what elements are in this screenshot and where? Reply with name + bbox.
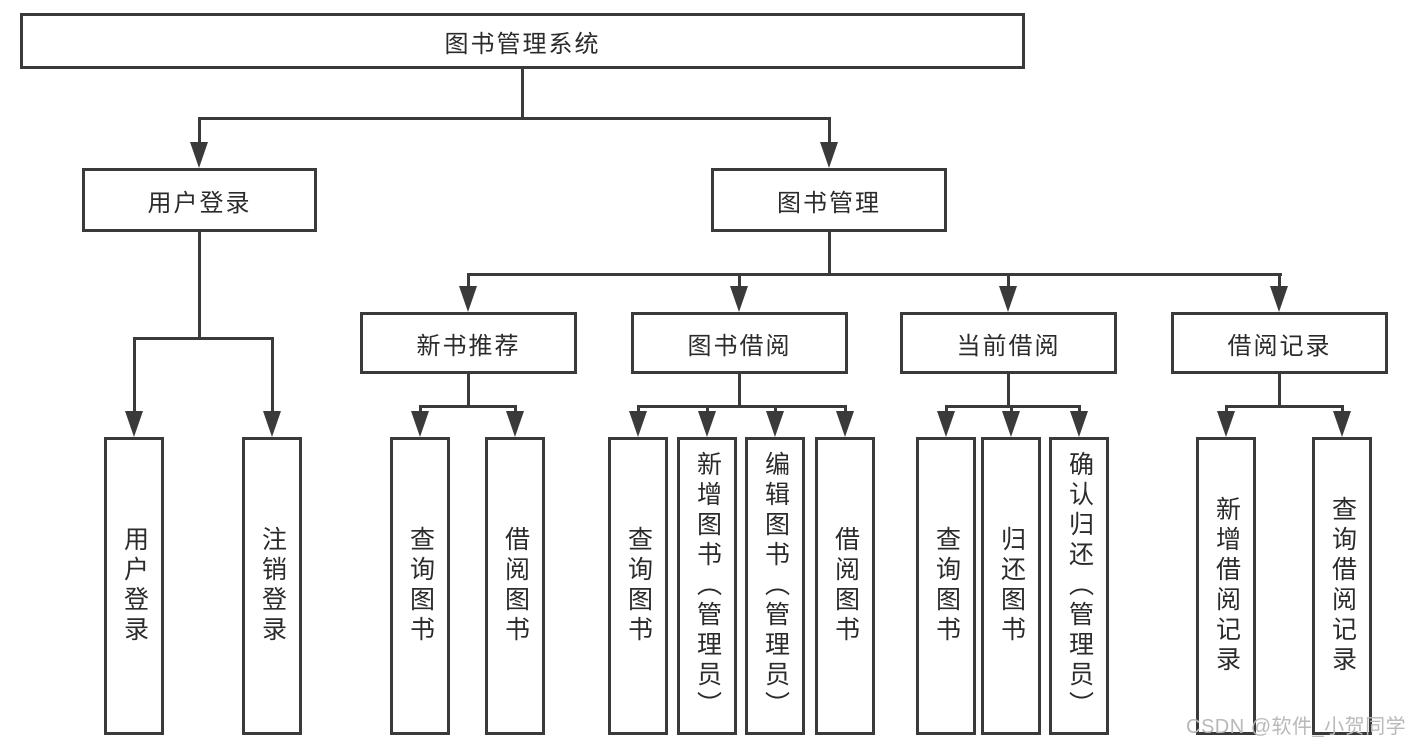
connector-borrow-leaf3-shaft <box>774 405 777 415</box>
arrowhead-current <box>999 286 1017 312</box>
leaf-borrow-add-admin: 新增图书（管理员） <box>677 437 737 735</box>
leaf-borrow-borrow-label: 借阅图书 <box>831 526 860 646</box>
arrowhead-records-leaf1 <box>1217 411 1235 437</box>
leaf-borrow-borrow: 借阅图书 <box>815 437 875 735</box>
connector-bookmgmt-stub <box>828 232 831 276</box>
connector-newbook-shaft <box>467 273 470 289</box>
leaf-current-confirm-admin-label: 确认归还（管理员） <box>1065 451 1094 721</box>
leaf-borrow-query: 查询图书 <box>608 437 668 735</box>
connector-user-leaf2-shaft <box>271 337 274 413</box>
connector-borrow-stub <box>738 374 741 408</box>
connector-newbook-rail <box>419 405 517 408</box>
connector-records-leaf1-shaft <box>1225 405 1228 415</box>
leaf-borrow-edit-admin: 编辑图书（管理员） <box>745 437 805 735</box>
arrowhead-current-leaf2 <box>1002 411 1020 437</box>
node-root-label: 图书管理系统 <box>444 30 601 58</box>
connector-current-leaf2-shaft <box>1010 405 1013 415</box>
leaf-records-query-label: 查询借阅记录 <box>1328 496 1357 676</box>
connector-current-leaf1-shaft <box>945 405 948 415</box>
connector-newbook-stub <box>467 374 470 408</box>
connector-current-leaf3-shaft <box>1078 405 1081 415</box>
connector-newbook-leaf2-shaft <box>514 405 517 415</box>
connector-newbook-leaf1-shaft <box>419 405 422 415</box>
arrowhead-user-login <box>190 142 208 168</box>
connector-current-shaft <box>1007 273 1010 289</box>
arrowhead-user-leaf1 <box>125 411 143 437</box>
connector-user-leaf1-shaft <box>133 337 136 413</box>
connector-records-rail <box>1225 405 1344 408</box>
connector-book-mgmt-shaft <box>828 117 831 145</box>
node-root-system: 图书管理系统 <box>20 13 1025 69</box>
leaf-newbook-borrow: 借阅图书 <box>485 437 545 735</box>
connector-user-login-shaft <box>198 117 201 145</box>
arrowhead-records-leaf2 <box>1333 411 1351 437</box>
leaf-current-return-label: 归还图书 <box>997 526 1026 646</box>
leaf-current-return: 归还图书 <box>981 437 1041 735</box>
csdn-watermark: CSDN @软件_小贺同学 <box>1186 716 1405 738</box>
connector-records-stub <box>1278 374 1281 408</box>
arrowhead-newbook-leaf1 <box>411 411 429 437</box>
node-new-book-recommend: 新书推荐 <box>360 312 577 374</box>
arrowhead-borrow-leaf4 <box>836 411 854 437</box>
leaf-current-query-label: 查询图书 <box>932 526 961 646</box>
connector-level2-rail <box>198 117 830 120</box>
connector-records-shaft <box>1278 273 1281 289</box>
connector-borrow-shaft <box>738 273 741 289</box>
arrowhead-current-leaf3 <box>1070 411 1088 437</box>
node-user-login: 用户登录 <box>82 168 317 232</box>
node-user-login-label: 用户登录 <box>147 189 252 217</box>
connector-borrow-leaf4-shaft <box>844 405 847 415</box>
leaf-borrow-edit-admin-label: 编辑图书（管理员） <box>761 451 790 721</box>
arrowhead-records <box>1270 286 1288 312</box>
leaf-newbook-query: 查询图书 <box>390 437 450 735</box>
node-book-borrow: 图书借阅 <box>631 312 848 374</box>
node-book-management-label: 图书管理 <box>777 189 881 217</box>
leaf-logout-label: 注销登录 <box>258 526 287 646</box>
arrowhead-book-mgmt <box>820 142 838 168</box>
leaf-newbook-borrow-label: 借阅图书 <box>501 526 530 646</box>
arrowhead-newbook-leaf2 <box>506 411 524 437</box>
arrowhead-borrow-leaf2 <box>698 411 716 437</box>
node-book-borrow-label: 图书借阅 <box>687 332 792 360</box>
connector-borrow-leaf2-shaft <box>706 405 709 415</box>
arrowhead-borrow-leaf1 <box>629 411 647 437</box>
node-new-book-recommend-label: 新书推荐 <box>416 332 521 360</box>
node-current-borrow: 当前借阅 <box>900 312 1117 374</box>
arrowhead-user-leaf2 <box>263 411 281 437</box>
connector-root-stub <box>521 69 524 119</box>
arrowhead-newbook <box>459 286 477 312</box>
connector-level3-rail <box>467 273 1282 276</box>
connector-records-leaf2-shaft <box>1341 405 1344 415</box>
arrowhead-current-leaf1 <box>937 411 955 437</box>
leaf-user-login-label: 用户登录 <box>120 526 149 646</box>
leaf-records-add: 新增借阅记录 <box>1196 437 1256 735</box>
leaf-records-query: 查询借阅记录 <box>1312 437 1372 735</box>
connector-user-rail <box>133 337 273 340</box>
connector-current-rail <box>945 405 1081 408</box>
leaf-current-query: 查询图书 <box>916 437 976 735</box>
leaf-borrow-query-label: 查询图书 <box>624 526 653 646</box>
connector-borrow-leaf1-shaft <box>637 405 640 415</box>
node-book-management: 图书管理 <box>711 168 947 232</box>
connector-user-stub <box>198 232 201 338</box>
leaf-current-confirm-admin: 确认归还（管理员） <box>1049 437 1109 735</box>
leaf-newbook-query-label: 查询图书 <box>406 526 435 646</box>
node-borrow-records-label: 借阅记录 <box>1227 332 1332 360</box>
connector-current-stub <box>1007 374 1010 408</box>
leaf-logout: 注销登录 <box>242 437 302 735</box>
leaf-borrow-add-admin-label: 新增图书（管理员） <box>693 451 722 721</box>
node-borrow-records: 借阅记录 <box>1171 312 1388 374</box>
arrowhead-borrow-leaf3 <box>766 411 784 437</box>
arrowhead-borrow <box>730 286 748 312</box>
leaf-records-add-label: 新增借阅记录 <box>1212 496 1241 676</box>
connector-borrow-rail <box>637 405 847 408</box>
leaf-user-login: 用户登录 <box>104 437 164 735</box>
node-current-borrow-label: 当前借阅 <box>956 332 1061 360</box>
